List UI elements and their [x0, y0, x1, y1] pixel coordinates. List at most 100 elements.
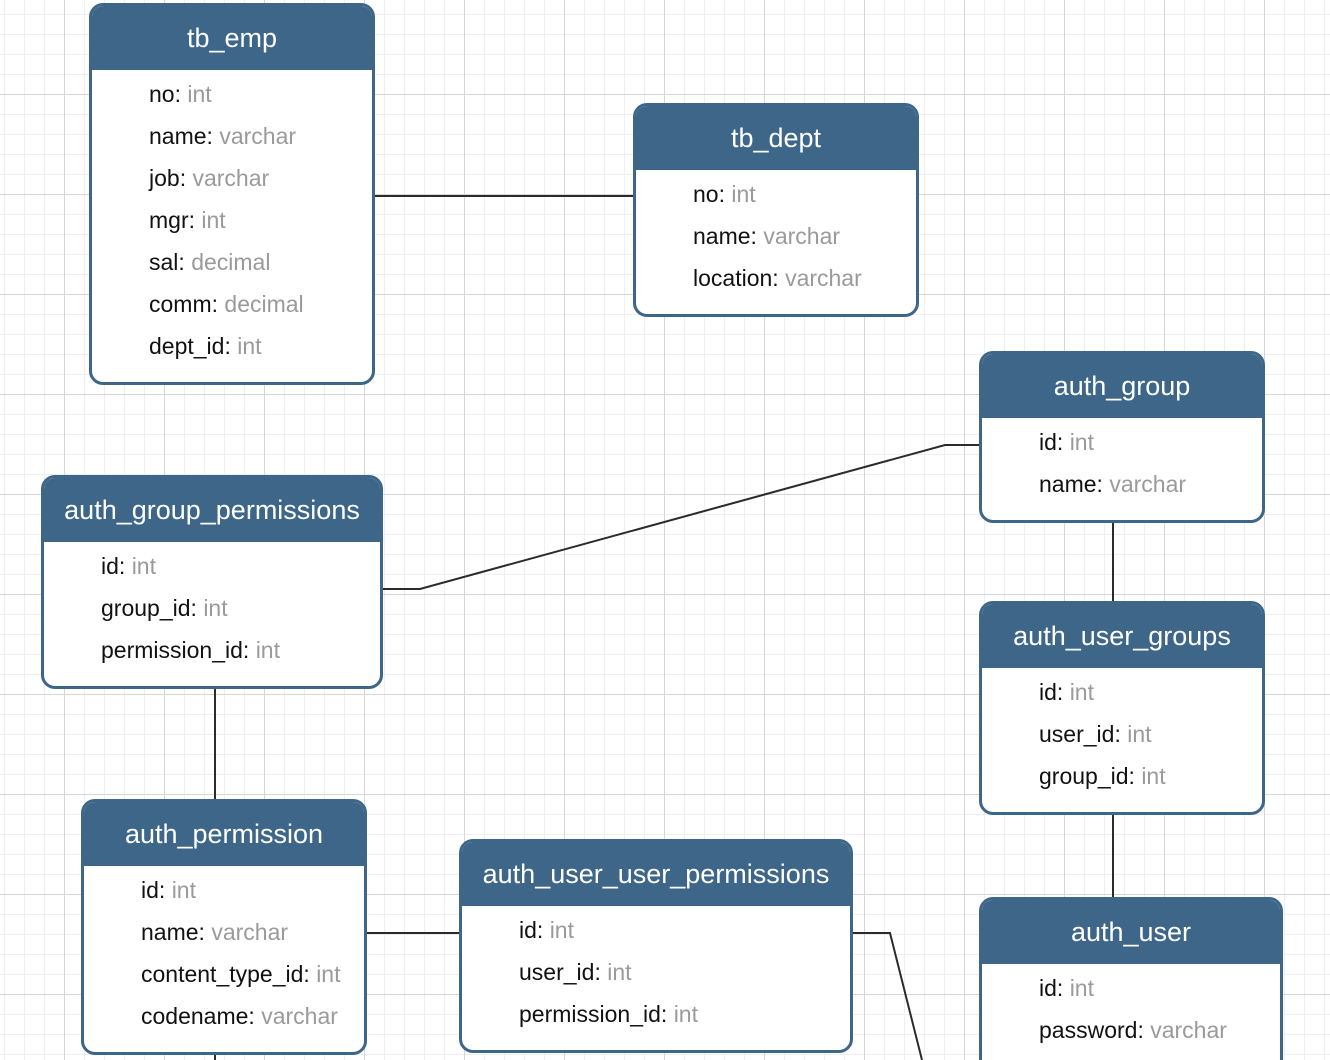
- field-row[interactable]: password: varchar: [1039, 1017, 1227, 1043]
- entity-field-list: id: int user_id: int group_id: int: [982, 668, 1262, 797]
- entity-field-list: no: int name: varchar job: varchar mgr: …: [92, 70, 372, 367]
- field-name: permission_id: [519, 1001, 661, 1027]
- entity-field-list: id: int name: varchar content_type_id: i…: [84, 866, 364, 1037]
- field-type: int: [316, 961, 341, 987]
- entity-auth-permission[interactable]: auth_permission id: int name: varchar co…: [81, 799, 367, 1055]
- field-row[interactable]: group_id: int: [1039, 763, 1166, 789]
- entity-auth-user-groups[interactable]: auth_user_groups id: int user_id: int gr…: [979, 601, 1265, 815]
- field-name: user_id: [519, 959, 595, 985]
- field-row[interactable]: id: int: [101, 553, 156, 579]
- entity-header[interactable]: auth_user: [982, 900, 1280, 964]
- field-row[interactable]: id: int: [141, 877, 196, 903]
- field-row[interactable]: permission_id: int: [101, 637, 280, 663]
- field-type: varchar: [261, 1003, 338, 1029]
- field-type: decimal: [224, 291, 304, 317]
- field-row[interactable]: id: int: [1039, 429, 1094, 455]
- field-row[interactable]: no: int: [149, 81, 212, 107]
- field-name: id: [1039, 429, 1057, 455]
- entity-header[interactable]: auth_user_groups: [982, 604, 1262, 668]
- field-row[interactable]: job: varchar: [149, 165, 270, 191]
- entity-header[interactable]: auth_group_permissions: [44, 478, 380, 542]
- field-type: varchar: [192, 165, 270, 191]
- field-row[interactable]: id: int: [1039, 975, 1094, 1001]
- field-name: job: [149, 165, 180, 191]
- field-row[interactable]: id: int: [519, 917, 574, 943]
- field-row[interactable]: user_id: int: [519, 959, 632, 985]
- field-name: id: [1039, 975, 1057, 1001]
- entity-tb-emp[interactable]: tb_emp no: int name: varchar job: varcha…: [89, 3, 375, 385]
- field-name: dept_id: [149, 333, 225, 359]
- field-type: varchar: [211, 919, 289, 945]
- field-row[interactable]: no: int: [693, 181, 756, 207]
- field-name: no: [149, 81, 175, 107]
- field-name: name: [693, 223, 751, 249]
- field-type: int: [549, 917, 574, 943]
- field-name: name: [1039, 471, 1097, 497]
- field-row[interactable]: sal: decimal: [149, 249, 271, 275]
- field-row[interactable]: comm: decimal: [149, 291, 304, 317]
- field-type: int: [731, 181, 756, 207]
- field-type: int: [187, 81, 212, 107]
- field-name: content_type_id: [141, 961, 304, 987]
- field-row[interactable]: dept_id: int: [149, 333, 262, 359]
- field-type: varchar: [785, 265, 862, 291]
- field-row[interactable]: name: varchar: [149, 123, 297, 149]
- field-type: int: [673, 1001, 698, 1027]
- entity-tb-dept[interactable]: tb_dept no: int name: varchar location: …: [633, 103, 919, 317]
- connector-auth-group-permissions-auth-group: [382, 444, 980, 590]
- field-row[interactable]: codename: varchar: [141, 1003, 338, 1029]
- field-row[interactable]: location: varchar: [693, 265, 862, 291]
- entity-field-list: id: int name: varchar: [982, 418, 1262, 505]
- field-row[interactable]: group_id: int: [101, 595, 228, 621]
- entity-field-list: id: int user_id: int permission_id: int: [462, 906, 850, 1035]
- entity-auth-user[interactable]: auth_user id: int password: varchar: [979, 897, 1283, 1060]
- field-row[interactable]: name: varchar: [693, 223, 841, 249]
- field-name: mgr: [149, 207, 189, 233]
- field-name: name: [149, 123, 207, 149]
- field-name: location: [693, 265, 773, 291]
- field-type: int: [201, 207, 226, 233]
- field-type: int: [1069, 679, 1094, 705]
- field-row[interactable]: user_id: int: [1039, 721, 1152, 747]
- field-row[interactable]: name: varchar: [141, 919, 289, 945]
- field-name: group_id: [101, 595, 191, 621]
- field-row[interactable]: id: int: [1039, 679, 1094, 705]
- field-name: id: [141, 877, 159, 903]
- field-type: int: [607, 959, 632, 985]
- entity-header[interactable]: tb_dept: [636, 106, 916, 170]
- entity-header[interactable]: auth_user_user_permissions: [462, 842, 850, 906]
- field-name: codename: [141, 1003, 249, 1029]
- field-type: int: [203, 595, 228, 621]
- field-name: name: [141, 919, 199, 945]
- connector-auth-user-user-permissions-auth-user: [852, 932, 923, 1060]
- field-type: varchar: [219, 123, 297, 149]
- field-row[interactable]: mgr: int: [149, 207, 226, 233]
- entity-header[interactable]: tb_emp: [92, 6, 372, 70]
- field-name: id: [1039, 679, 1057, 705]
- field-name: id: [519, 917, 537, 943]
- field-name: comm: [149, 291, 212, 317]
- field-name: id: [101, 553, 119, 579]
- entity-field-list: id: int password: varchar: [982, 964, 1280, 1051]
- field-type: decimal: [191, 249, 271, 275]
- entity-field-list: no: int name: varchar location: varchar: [636, 170, 916, 299]
- field-row[interactable]: name: varchar: [1039, 471, 1187, 497]
- field-row[interactable]: content_type_id: int: [141, 961, 341, 987]
- field-type: int: [171, 877, 196, 903]
- field-type: int: [1069, 429, 1094, 455]
- field-type: varchar: [763, 223, 841, 249]
- entity-auth-group[interactable]: auth_group id: int name: varchar: [979, 351, 1265, 523]
- field-row[interactable]: permission_id: int: [519, 1001, 698, 1027]
- entity-auth-user-user-permissions[interactable]: auth_user_user_permissions id: int user_…: [459, 839, 853, 1053]
- entity-header[interactable]: auth_group: [982, 354, 1262, 418]
- field-name: group_id: [1039, 763, 1129, 789]
- entity-header[interactable]: auth_permission: [84, 802, 364, 866]
- field-type: int: [255, 637, 280, 663]
- field-type: int: [1127, 721, 1152, 747]
- field-type: int: [1069, 975, 1094, 1001]
- field-name: password: [1039, 1017, 1138, 1043]
- entity-auth-group-permissions[interactable]: auth_group_permissions id: int group_id:…: [41, 475, 383, 689]
- field-type: int: [131, 553, 156, 579]
- entity-field-list: id: int group_id: int permission_id: int: [44, 542, 380, 671]
